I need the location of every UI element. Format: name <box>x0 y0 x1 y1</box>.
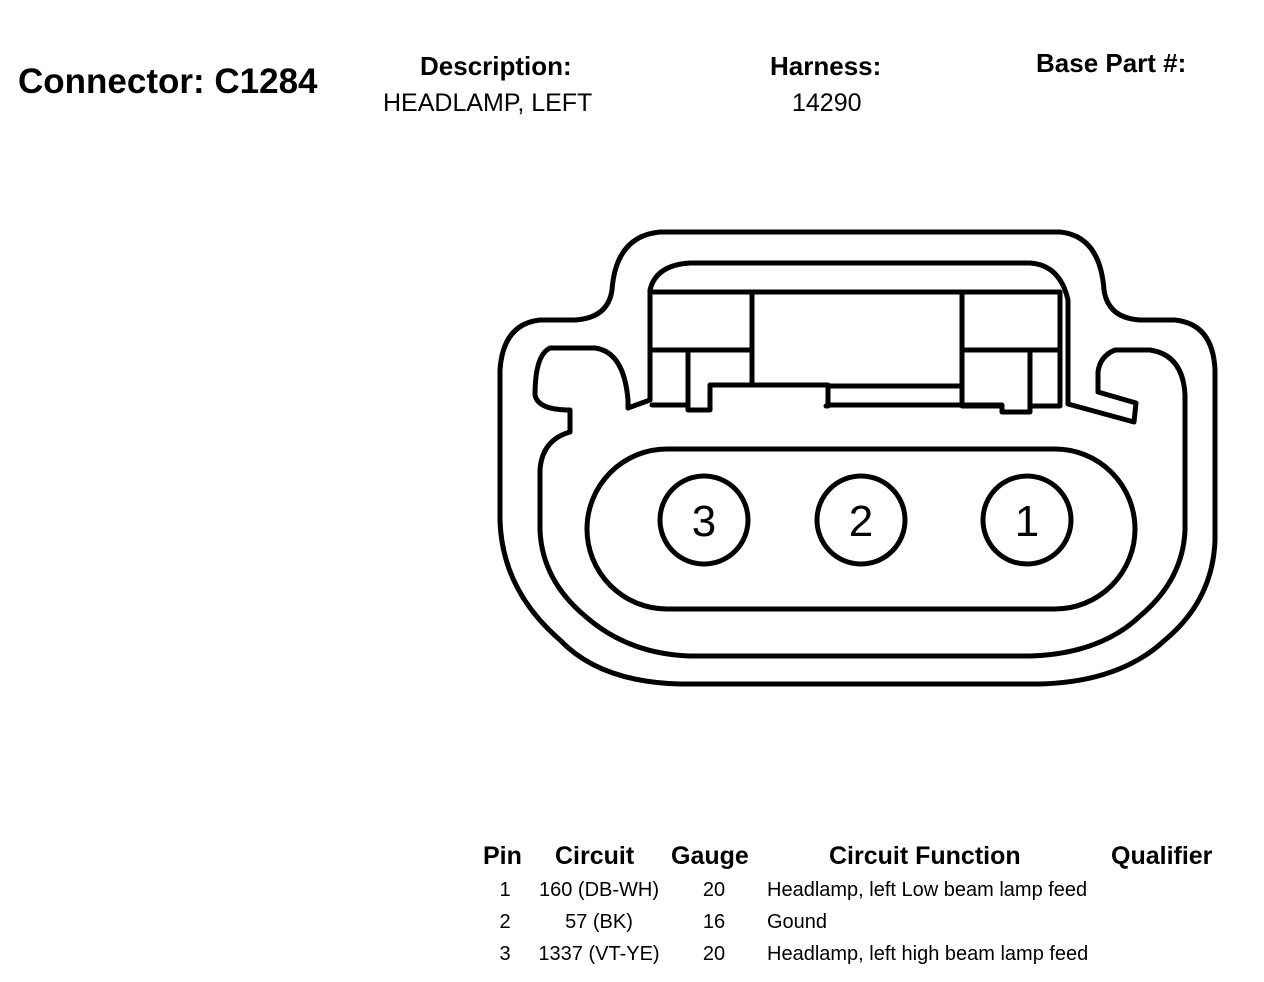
description-value: HEADLAMP, LEFT <box>383 89 593 117</box>
connector-title: Connector: C1284 <box>18 62 318 101</box>
col-header-gauge: Gauge <box>671 842 749 870</box>
table-row-3-function: Headlamp, left high beam lamp feed <box>767 943 1089 965</box>
description-label: Description: <box>420 51 572 81</box>
table-row-2-function: Gound <box>767 911 828 933</box>
col-header-qualifier: Qualifier <box>1111 842 1213 870</box>
table-row-1-circuit: 160 (DB-WH) <box>538 879 659 901</box>
col-header-function: Circuit Function <box>829 842 1021 870</box>
col-header-circuit: Circuit <box>555 842 635 870</box>
pin-label-2: 2 <box>849 497 873 546</box>
table-row-1-pin: 1 <box>499 879 511 901</box>
harness-label: Harness: <box>770 51 882 81</box>
pin-circle-1 <box>980 473 1074 567</box>
col-header-pin: Pin <box>483 842 522 870</box>
tpa-step-left <box>685 347 1005 413</box>
pin-label-1: 1 <box>1015 497 1039 546</box>
table-row-2-gauge: 16 <box>702 911 726 933</box>
table-row-1-function: Headlamp, left Low beam lamp feed <box>767 879 1088 901</box>
pin-circle-2 <box>814 473 908 567</box>
table-row-1-gauge: 20 <box>702 879 726 901</box>
harness-value: 14290 <box>792 89 862 117</box>
table-row-3-gauge: 20 <box>702 943 726 965</box>
table-row-3-pin: 3 <box>499 943 511 965</box>
pin-label-3: 3 <box>692 497 716 546</box>
table-row-3-circuit: 1337 (VT-YE) <box>538 943 660 965</box>
table-row-2-pin: 2 <box>499 911 511 933</box>
table-row-2-circuit: 57 (BK) <box>565 911 633 933</box>
base-part-label: Base Part #: <box>1036 48 1187 78</box>
pin-circle-3 <box>657 473 751 567</box>
terminal-cavity <box>584 446 1138 612</box>
housing-outer-outline <box>497 229 1218 687</box>
housing-inner-outline <box>532 260 1188 659</box>
